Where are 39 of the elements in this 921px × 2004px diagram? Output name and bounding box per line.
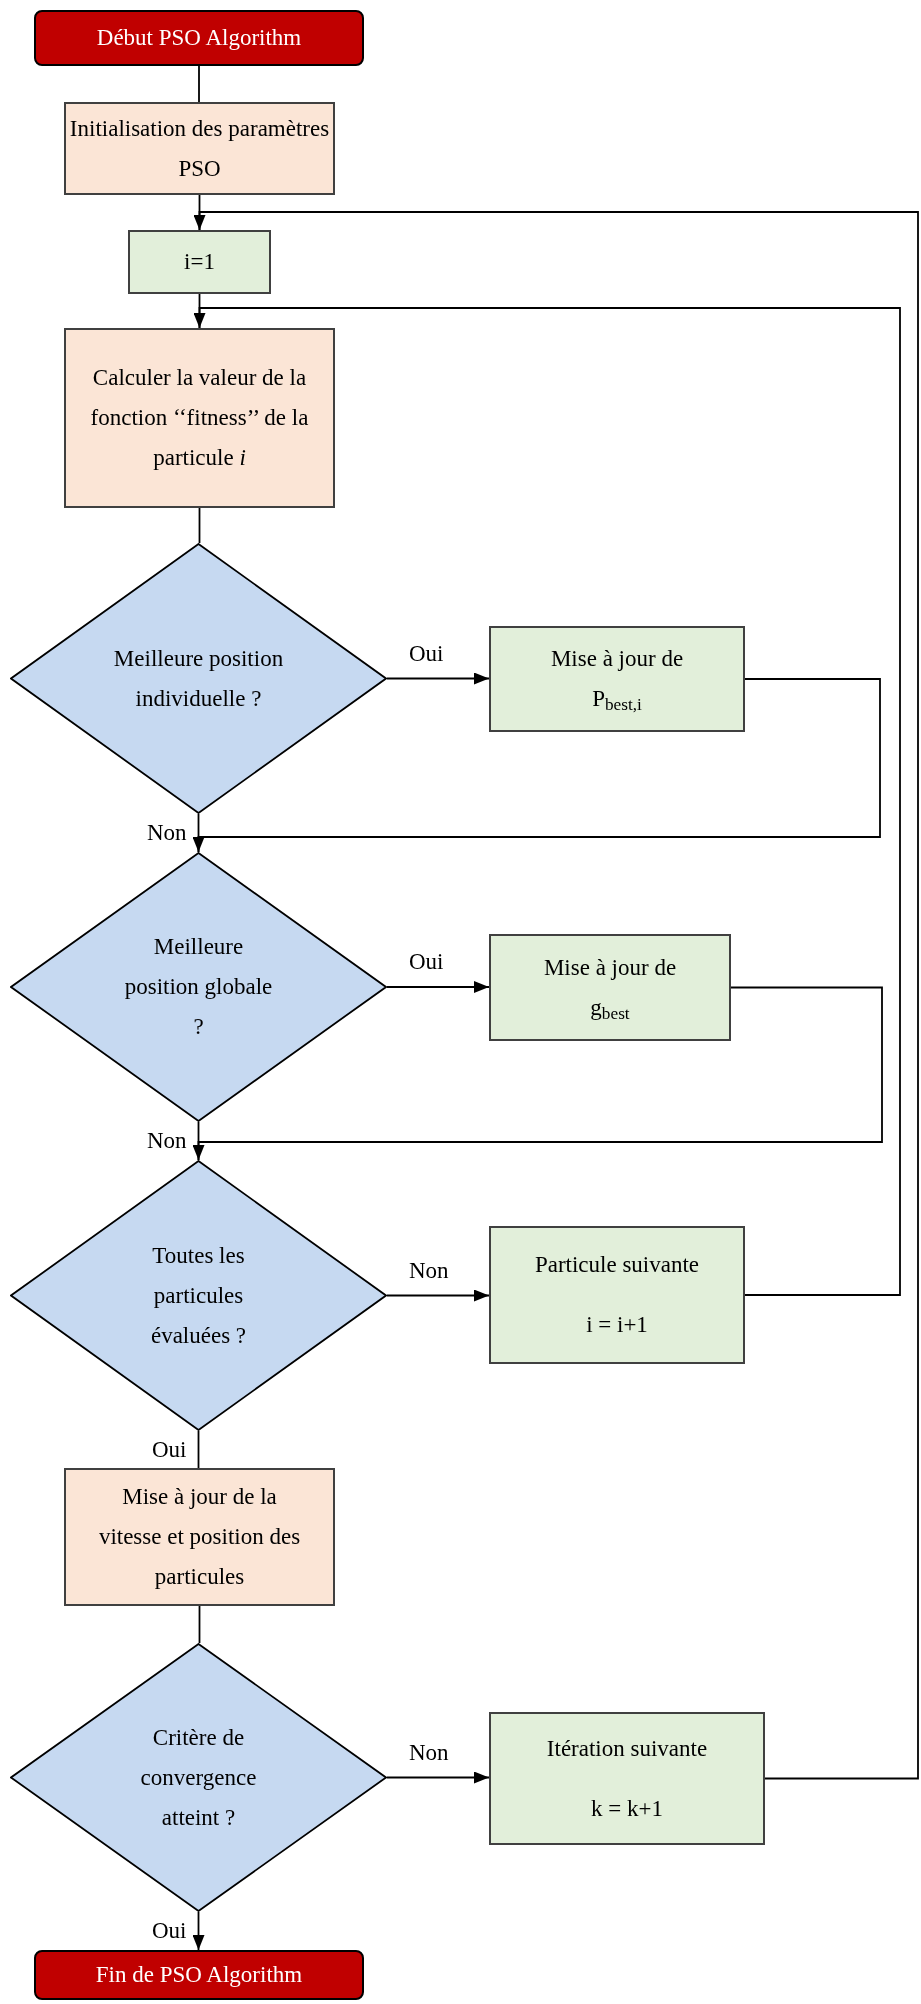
connector-arrow	[192, 678, 881, 853]
connector-arrow	[386, 1771, 490, 1784]
connector-arrow	[193, 307, 901, 1296]
decision-text: Meilleure position individuelle ?	[112, 644, 285, 713]
terminal-box	[34, 1950, 364, 2000]
process-box	[64, 1468, 335, 1606]
connector-arrow	[386, 981, 490, 993]
decision-text: Toutes les particules évaluées ?	[149, 1241, 248, 1350]
decision-diamond	[10, 852, 387, 1122]
decision-text: Meilleure position globale ?	[123, 933, 274, 1041]
decision-diamond	[10, 543, 387, 814]
step-text: i=1	[184, 248, 215, 276]
connector-arrow	[192, 986, 883, 1161]
process-box	[64, 328, 335, 508]
decision-text: Critère de convergence atteint ?	[139, 1723, 258, 1832]
process-box	[64, 102, 335, 195]
step-text: i = i+1	[586, 1311, 648, 1339]
step-text: Mise à jour de g$_{best}$	[542, 953, 678, 1025]
step-text: Initialisation des paramètres PSO	[68, 114, 331, 183]
step-text: Fin de PSO Algorithm	[95, 1961, 303, 1989]
step-text: Mise à jour de P$_{best,i}$	[549, 645, 685, 717]
process-box	[128, 230, 271, 294]
connector-arrow	[386, 1289, 490, 1302]
process-box	[489, 626, 745, 732]
process-box	[489, 934, 731, 1041]
connector-arrow	[193, 211, 919, 1780]
step-text: Mise à jour de la vitesse et position des particules	[97, 1483, 302, 1591]
process-box	[489, 1712, 765, 1845]
process-box	[489, 1226, 745, 1364]
step-text: Début PSO Algorithm	[96, 24, 302, 52]
decision-diamond	[10, 1643, 387, 1912]
step-text: Particule suivante	[534, 1251, 700, 1279]
step-text: Calculer la valeur de la fonction ‘‘fitness’’ de la particule i	[89, 364, 310, 472]
step-text: Itération suivante	[546, 1734, 708, 1763]
terminal-box	[34, 10, 364, 66]
step-text: k = k+1	[591, 1794, 663, 1823]
connector-arrow	[192, 1911, 205, 1951]
decision-diamond	[10, 1160, 387, 1431]
connector-arrow	[386, 672, 490, 685]
